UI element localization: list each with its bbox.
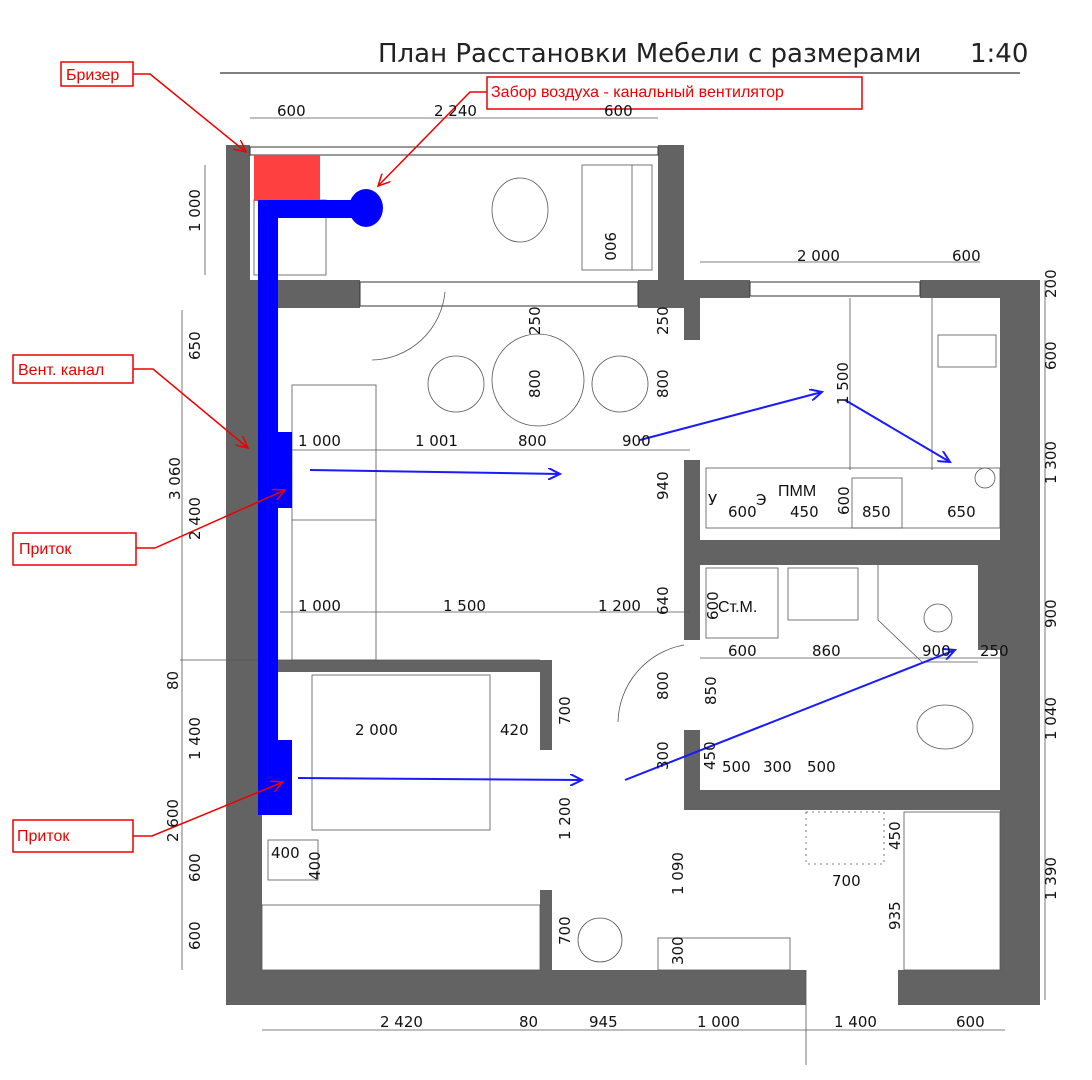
svg-text:1 300: 1 300 [1042,441,1060,484]
svg-text:1 000: 1 000 [298,432,341,450]
dishwasher-label: ПММ [778,483,816,500]
svg-text:2 420: 2 420 [380,1013,423,1031]
svg-text:250: 250 [526,306,544,335]
svg-text:1 500: 1 500 [443,597,486,615]
sink-u-label: У [708,491,717,509]
svg-text:600: 600 [704,591,722,620]
svg-text:650: 650 [186,331,204,360]
svg-text:800: 800 [654,369,672,398]
svg-text:450: 450 [701,741,719,770]
svg-text:600: 600 [1042,341,1060,370]
svg-text:1 390: 1 390 [1042,857,1060,900]
svg-text:1 000: 1 000 [697,1013,740,1031]
svg-text:1 090: 1 090 [669,852,687,895]
svg-text:2 000: 2 000 [355,721,398,739]
callout-breather: Бризер [60,61,246,152]
svg-text:800: 800 [518,432,547,450]
breather-unit [254,155,320,201]
svg-text:600: 600 [728,642,757,660]
svg-text:700: 700 [832,872,861,890]
svg-text:600: 600 [186,921,204,950]
svg-text:300: 300 [763,758,792,776]
svg-text:700: 700 [556,696,574,725]
supply-vent-living [278,432,292,508]
svg-text:940: 940 [654,471,672,500]
svg-text:935: 935 [886,901,904,930]
svg-text:850: 850 [862,503,891,521]
svg-text:400: 400 [306,851,324,880]
svg-text:1 001: 1 001 [415,432,458,450]
svg-text:600: 600 [604,102,633,120]
svg-text:420: 420 [500,721,529,739]
sink-e-label: Э [756,491,766,509]
svg-text:850: 850 [702,676,720,705]
svg-text:450: 450 [790,503,819,521]
svg-text:900: 900 [622,432,651,450]
svg-text:500: 500 [807,758,836,776]
svg-text:640: 640 [654,586,672,615]
svg-text:300: 300 [654,741,672,770]
svg-text:945: 945 [589,1013,618,1031]
svg-text:600: 600 [956,1013,985,1031]
duct-fan-intake [349,189,383,227]
svg-text:1 000: 1 000 [186,189,204,232]
svg-text:1 200: 1 200 [556,797,574,840]
svg-text:250: 250 [980,642,1009,660]
washer-label: Ст.М. [718,599,757,616]
svg-text:900: 900 [1042,599,1060,628]
svg-text:600: 600 [728,503,757,521]
dimensions: 600 2 240 600 2 000 600 1 000 1 001 800 … [164,102,1060,1031]
svg-text:600: 600 [952,247,981,265]
svg-text:900: 900 [922,642,951,660]
svg-text:1 400: 1 400 [834,1013,877,1031]
svg-text:80: 80 [519,1013,538,1031]
furniture [180,117,1046,1065]
walls [226,145,1040,1005]
svg-text:450: 450 [886,821,904,850]
svg-text:300: 300 [669,936,687,965]
svg-text:500: 500 [722,758,751,776]
svg-text:3 060: 3 060 [166,457,184,500]
svg-text:1 000: 1 000 [298,597,341,615]
svg-text:1 040: 1 040 [1042,697,1060,740]
svg-text:200: 200 [1042,269,1060,298]
airflow-arrows [297,392,955,780]
callout-supply-2: Приток [12,782,283,853]
svg-text:Забор воздуха - канальный вент: Забор воздуха - канальный вентилятор [491,84,784,101]
supply-vent-bedroom [276,740,292,815]
svg-text:1 200: 1 200 [598,597,641,615]
svg-text:800: 800 [654,671,672,700]
svg-text:600: 600 [277,102,306,120]
svg-text:600: 600 [835,486,853,515]
svg-text:400: 400 [271,844,300,862]
svg-text:250: 250 [654,306,672,335]
svg-text:900: 900 [601,232,619,261]
callout-vent-channel: Вент. канал [12,354,248,448]
svg-text:860: 860 [812,642,841,660]
svg-text:Бризер: Бризер [66,67,119,84]
svg-text:2 400: 2 400 [186,497,204,540]
svg-text:2 240: 2 240 [434,102,477,120]
svg-text:650: 650 [947,503,976,521]
svg-text:2 600: 2 600 [164,799,182,842]
svg-text:600: 600 [186,853,204,882]
callout-intake: Забор воздуха - канальный вентилятор [378,76,863,186]
plan-title: План Расстановки Мебели с размерами [378,39,921,69]
plan-scale: 1:40 [970,39,1028,69]
svg-text:Приток: Приток [17,828,70,845]
svg-text:80: 80 [164,671,182,690]
svg-text:Приток: Приток [19,541,72,558]
svg-text:800: 800 [526,369,544,398]
svg-text:1 500: 1 500 [834,362,852,405]
air-duct [258,189,383,815]
svg-text:2 000: 2 000 [797,247,840,265]
svg-text:Вент. канал: Вент. канал [18,362,104,379]
windows [249,146,921,307]
svg-text:1 400: 1 400 [186,717,204,760]
callout-supply-1: Приток [12,490,285,566]
svg-text:700: 700 [556,916,574,945]
